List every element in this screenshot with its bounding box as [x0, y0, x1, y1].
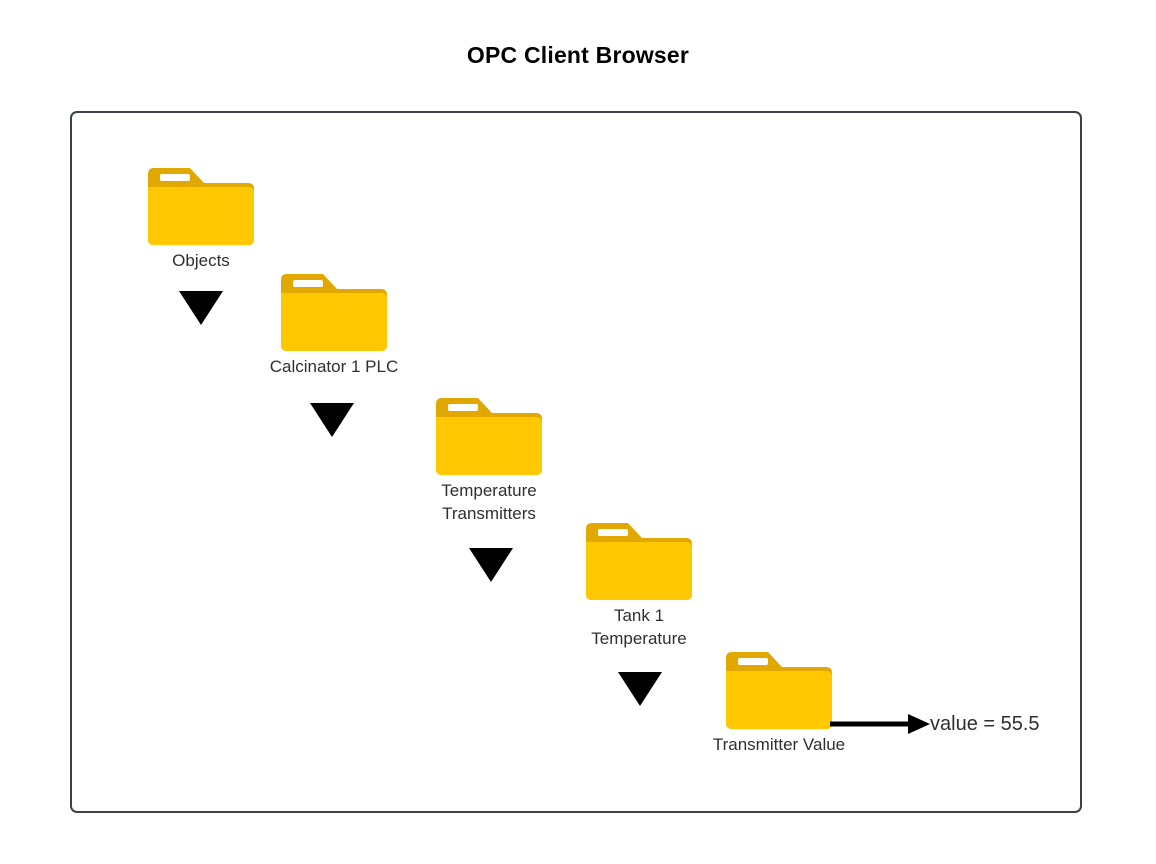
folder-icon	[279, 268, 389, 353]
page-title: OPC Client Browser	[466, 42, 690, 68]
folder-icon	[434, 392, 544, 477]
value-arrow	[830, 713, 930, 735]
node-label: Calcinator 1 PLC	[269, 357, 399, 376]
node-label-line1: Temperature	[441, 481, 537, 500]
node-temperature-transmitters[interactable]: Temperature Transmitters	[434, 392, 544, 523]
connector-3	[469, 548, 513, 584]
triangle-down-icon	[179, 291, 223, 325]
node-transmitter-value[interactable]: Transmitter Value	[713, 646, 845, 754]
node-label-line1: Tank 1	[613, 606, 665, 625]
triangle-down-icon	[618, 672, 662, 706]
folder-icon	[724, 646, 834, 731]
triangle-down-icon	[310, 403, 354, 437]
node-label-line2: Transmitters	[442, 504, 536, 523]
folder-icon	[584, 517, 694, 602]
value-readout-text: value = 55.5	[930, 713, 1040, 735]
node-calcinator-1-plc[interactable]: Calcinator 1 PLC	[270, 268, 398, 376]
connector-2	[310, 403, 354, 439]
connector-4	[618, 672, 662, 708]
diagram-frame: Objects Calcinator 1 PLC	[70, 111, 1082, 813]
connector-1	[179, 291, 223, 327]
node-label: Objects	[172, 251, 230, 270]
node-tank-1-temperature[interactable]: Tank 1 Temperature	[584, 517, 694, 648]
node-label-line2: Temperature	[591, 629, 687, 648]
node-objects[interactable]: Objects	[146, 162, 256, 270]
node-label: Transmitter Value	[712, 735, 846, 754]
folder-icon	[146, 162, 256, 247]
arrow-right-icon	[830, 714, 930, 734]
triangle-down-icon	[469, 548, 513, 582]
